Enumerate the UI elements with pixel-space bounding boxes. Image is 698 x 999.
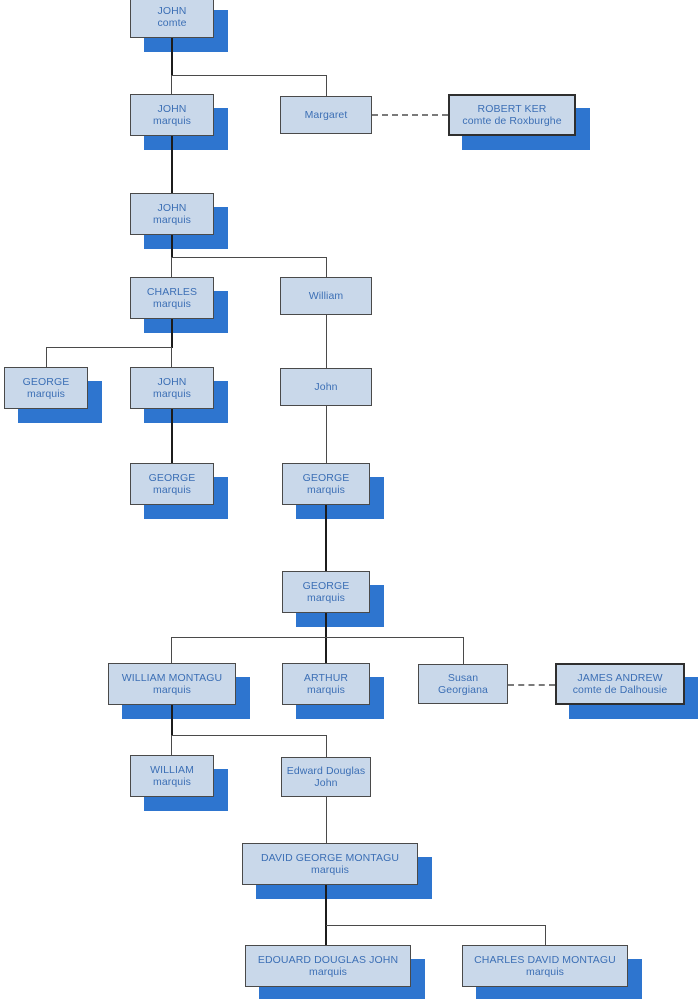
node-name: John bbox=[314, 380, 338, 393]
node-george-marquis-1[interactable]: GEORGE marquis bbox=[130, 463, 214, 505]
node-name: GEORGE bbox=[22, 375, 70, 388]
node-title: marquis bbox=[152, 388, 192, 400]
node-name: WILLIAM bbox=[150, 763, 194, 776]
node-name: Margaret bbox=[304, 108, 348, 121]
node-title: comte de Dalhousie bbox=[572, 684, 668, 696]
node-arthur-marquis[interactable]: ARTHUR marquis bbox=[282, 663, 370, 705]
node-title: marquis bbox=[152, 776, 192, 788]
connector-n7-down bbox=[326, 315, 327, 369]
node-name: JOHN bbox=[157, 4, 187, 17]
connector-n19-down bbox=[326, 797, 327, 844]
node-john-marquis-3[interactable]: JOHN marquis bbox=[130, 367, 214, 409]
connector-n9-down bbox=[171, 409, 173, 464]
node-name: WILLIAM MONTAGU bbox=[121, 671, 223, 684]
node-james-andrew[interactable]: JAMES ANDREW comte de Dalhousie bbox=[555, 663, 685, 705]
node-name: GEORGE bbox=[302, 579, 350, 592]
connector-to-n16 bbox=[463, 637, 464, 665]
connector-to-n3 bbox=[326, 75, 327, 97]
connector-to-n14 bbox=[171, 637, 172, 664]
connector-n10-down bbox=[326, 406, 327, 464]
node-title: marquis bbox=[306, 592, 346, 604]
marriage-link-margaret-robertker bbox=[372, 114, 448, 116]
node-george-marquis-left[interactable]: GEORGE marquis bbox=[4, 367, 88, 409]
node-name: JAMES ANDREW bbox=[577, 671, 663, 684]
node-margaret[interactable]: Margaret bbox=[280, 96, 372, 134]
node-george-marquis-2[interactable]: GEORGE marquis bbox=[282, 463, 370, 505]
node-title: marquis bbox=[310, 864, 350, 876]
node-title: marquis bbox=[525, 966, 565, 978]
connector-n1-down bbox=[171, 38, 173, 76]
node-name: CHARLES bbox=[146, 285, 198, 298]
node-title: John bbox=[314, 777, 338, 789]
connector-to-n19 bbox=[326, 735, 327, 758]
node-george-marquis-3[interactable]: GEORGE marquis bbox=[282, 571, 370, 613]
node-edward-douglas-john[interactable]: Edward Douglas John bbox=[281, 757, 371, 797]
connector-to-n7 bbox=[326, 257, 327, 278]
node-john[interactable]: John bbox=[280, 368, 372, 406]
node-john-marquis-2[interactable]: JOHN marquis bbox=[130, 193, 214, 235]
node-name: DAVID GEORGE MONTAGU bbox=[260, 851, 400, 864]
node-name: William bbox=[308, 289, 344, 302]
connector-fork-5 bbox=[171, 735, 327, 736]
node-title: marquis bbox=[26, 388, 66, 400]
marriage-link-susan-jamesandrew bbox=[508, 684, 555, 686]
connector-to-n22 bbox=[545, 925, 546, 946]
node-title: marquis bbox=[152, 214, 192, 226]
node-william-montagu-marquis[interactable]: WILLIAM MONTAGU marquis bbox=[108, 663, 236, 705]
connector-n12-down bbox=[325, 505, 327, 572]
node-william[interactable]: William bbox=[280, 277, 372, 315]
node-name: CHARLES DAVID MONTAGU bbox=[474, 953, 616, 966]
node-david-george-montagu[interactable]: DAVID GEORGE MONTAGU marquis bbox=[242, 843, 418, 885]
node-title: marquis bbox=[152, 115, 192, 127]
connector-n13-down bbox=[325, 613, 327, 665]
node-title: comte bbox=[157, 17, 187, 29]
node-name: EDOUARD DOUGLAS JOHN bbox=[257, 953, 399, 966]
node-title: marquis bbox=[152, 684, 192, 696]
connector-to-n18 bbox=[171, 735, 172, 756]
node-john-comte[interactable]: JOHN comte bbox=[130, 0, 214, 38]
connector-n5-down bbox=[171, 235, 173, 258]
node-title: comte de Roxburghe bbox=[462, 115, 562, 127]
node-title: marquis bbox=[308, 966, 348, 978]
node-name: GEORGE bbox=[302, 471, 350, 484]
node-name: GEORGE bbox=[148, 471, 196, 484]
node-susan-georgiana[interactable]: Susan Georgiana bbox=[418, 664, 508, 704]
node-title: marquis bbox=[152, 484, 192, 496]
node-title: marquis bbox=[152, 298, 192, 310]
node-title: marquis bbox=[306, 484, 346, 496]
connector-fork-6 bbox=[326, 925, 546, 926]
connector-fork-4 bbox=[171, 637, 464, 638]
node-name: JOHN bbox=[157, 102, 187, 115]
node-edouard-douglas-john[interactable]: EDOUARD DOUGLAS JOHN marquis bbox=[245, 945, 411, 987]
node-name: ROBERT KER bbox=[477, 102, 547, 115]
connector-to-n9 bbox=[171, 347, 172, 368]
node-robert-ker[interactable]: ROBERT KER comte de Roxburghe bbox=[448, 94, 576, 136]
node-name: Edward Douglas bbox=[286, 764, 366, 777]
connector-n2-down bbox=[171, 136, 173, 194]
node-john-marquis-1[interactable]: JOHN marquis bbox=[130, 94, 214, 136]
connector-to-n6 bbox=[171, 257, 172, 278]
connector-fork-3 bbox=[46, 347, 172, 348]
connector-n14-down bbox=[171, 705, 173, 736]
connector-fork-1 bbox=[171, 75, 326, 76]
node-name: JOHN bbox=[157, 375, 187, 388]
node-title: marquis bbox=[306, 684, 346, 696]
connector-n20-down bbox=[325, 885, 327, 945]
node-william-marquis[interactable]: WILLIAM marquis bbox=[130, 755, 214, 797]
connector-n6-down bbox=[171, 319, 173, 348]
node-title: Georgiana bbox=[438, 684, 488, 696]
connector-to-n2 bbox=[171, 75, 172, 95]
node-charles-marquis[interactable]: CHARLES marquis bbox=[130, 277, 214, 319]
node-charles-david-montagu[interactable]: CHARLES DAVID MONTAGU marquis bbox=[462, 945, 628, 987]
node-name: Susan bbox=[447, 671, 479, 684]
connector-fork-2 bbox=[171, 257, 327, 258]
node-name: JOHN bbox=[157, 201, 187, 214]
connector-to-n8 bbox=[46, 347, 47, 368]
node-name: ARTHUR bbox=[303, 671, 349, 684]
